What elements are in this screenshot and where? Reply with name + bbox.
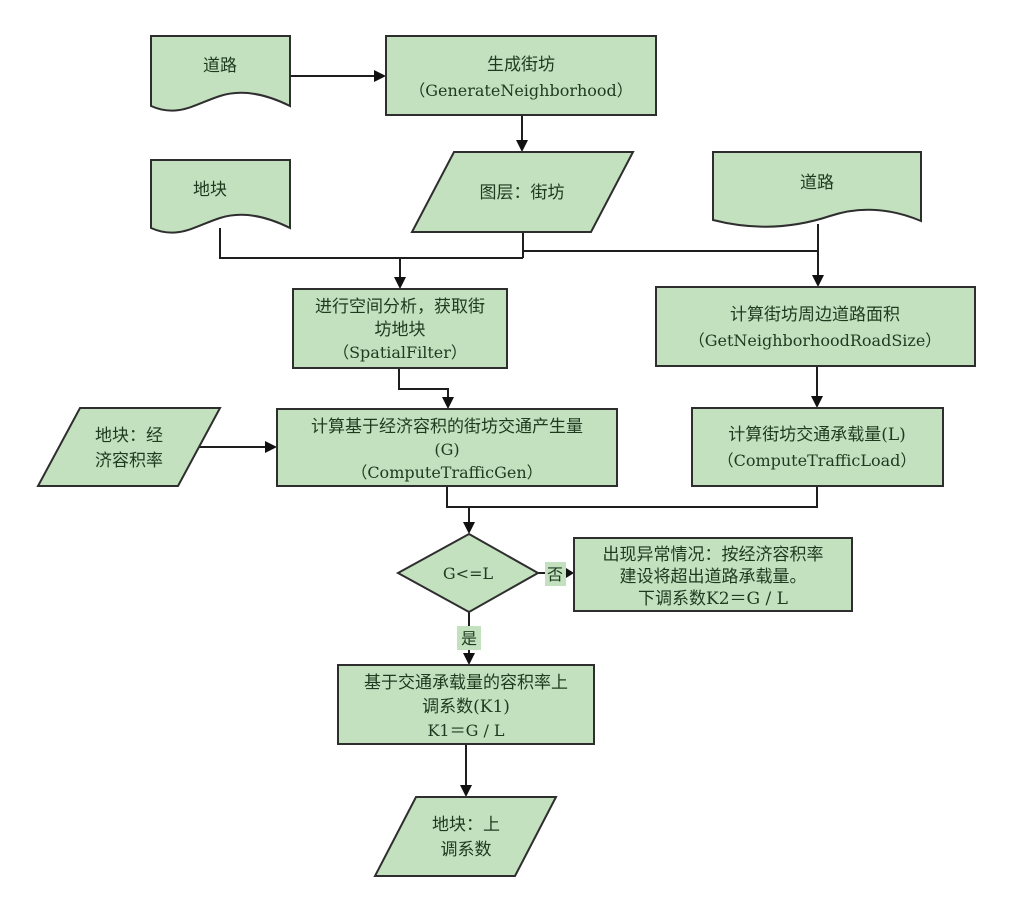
arrowhead-icon	[265, 441, 277, 453]
edge-label-no: 否	[545, 562, 566, 586]
node-parcel-far: 地块：经 济容积率	[36, 407, 222, 487]
node-label-line-3: 下调系数K2＝G / L	[638, 589, 788, 609]
node-layer-neighborhood: 图层：街坊	[410, 151, 635, 233]
node-parcel-input: 地块	[150, 159, 291, 234]
process-box	[276, 408, 618, 487]
node-label-line-1: 进行空间分析，获取街	[315, 297, 485, 317]
arrowhead-icon	[460, 785, 472, 797]
node-traffic-gen: 计算基于经济容积的街坊交通产生量 (G) （ComputeTrafficGen）	[276, 408, 618, 487]
data-parallelogram	[410, 151, 635, 233]
node-label-line-1: 出现异常情况：按经济容积率	[603, 545, 824, 565]
node-label-line-2: （GetNeighborhoodRoadSize）	[689, 331, 942, 350]
node-spatial-filter: 进行空间分析，获取街 坊地块 （SpatialFilter）	[292, 288, 508, 369]
node-road-input-right: 道路	[712, 151, 922, 228]
document-shape	[150, 159, 291, 234]
process-box	[573, 537, 853, 612]
edge-load-to-join	[469, 486, 818, 508]
arrowhead-icon	[811, 396, 823, 408]
connectors	[198, 70, 824, 797]
process-box	[292, 288, 508, 369]
data-parallelogram	[373, 796, 558, 877]
edge-spatial-to-gen	[398, 368, 449, 399]
node-label: 图层：街坊	[480, 183, 565, 203]
process-box	[655, 286, 976, 367]
node-label-line-1: 计算街坊周边道路面积	[730, 305, 900, 325]
node-label-line-1: 基于交通承载量的容积率上	[364, 673, 568, 693]
edge-label-yes: 是	[457, 626, 481, 650]
edge-label-text: 是	[461, 629, 477, 648]
node-label-line-2: （GenerateNeighborhood）	[409, 81, 633, 100]
node-road-input-top: 道路	[150, 35, 291, 112]
node-road-area: 计算街坊周边道路面积 （GetNeighborhoodRoadSize）	[655, 286, 976, 367]
node-label-line-2: (G)	[434, 440, 459, 459]
label-background	[545, 562, 566, 586]
node-label-line-1: 计算街坊交通承载量(L)	[728, 425, 906, 445]
node-label-line-2: （ComputeTrafficLoad）	[718, 451, 917, 470]
process-box	[691, 407, 944, 487]
edge-label-text: 否	[547, 565, 563, 584]
arrowhead-icon	[442, 397, 454, 409]
arrowhead-icon	[394, 277, 406, 289]
arrowhead-icon	[463, 522, 475, 534]
node-label-line-3: （SpatialFilter）	[333, 343, 467, 362]
node-label-line-3: （ComputeTrafficGen）	[351, 463, 542, 482]
node-label-line-1: 地块：上	[432, 815, 500, 835]
node-label-line-2: 济容积率	[95, 451, 163, 471]
node-label: 地块	[193, 180, 227, 200]
node-generate-neighborhood: 生成街坊 （GenerateNeighborhood）	[385, 35, 657, 116]
edge-gen-down	[446, 486, 469, 508]
arrowhead-icon	[566, 568, 574, 578]
node-exception: 出现异常情况：按经济容积率 建设将超出道路承载量。 下调系数K2＝G / L	[573, 537, 853, 612]
node-parcel-up: 地块：上 调系数	[373, 796, 558, 877]
node-label-line-2: 建设将超出道路承载量。	[620, 567, 807, 587]
node-label: 道路	[203, 56, 237, 76]
document-shape	[712, 151, 922, 228]
edge-parcel-to-join	[219, 228, 523, 259]
node-label: 道路	[800, 173, 834, 193]
decision-diamond	[395, 532, 541, 614]
node-label-line-2: 坊地块	[375, 320, 426, 340]
node-label-line-1: 地块：经	[95, 426, 163, 446]
arrowhead-icon	[516, 140, 528, 152]
node-label-line-3: K1＝G / L	[427, 721, 504, 740]
document-shape	[150, 35, 291, 112]
label-background	[457, 626, 481, 650]
process-box	[337, 664, 595, 745]
node-label: G<=L	[443, 564, 494, 583]
node-label-line-1: 生成街坊	[487, 55, 555, 75]
node-label-line-2: 调系数(K1)	[422, 697, 510, 717]
node-label-line-1: 计算基于经济容积的街坊交通产生量	[311, 417, 583, 437]
node-traffic-load: 计算街坊交通承载量(L) （ComputeTrafficLoad）	[691, 407, 944, 487]
node-decision: G<=L	[395, 532, 541, 614]
data-parallelogram	[36, 407, 222, 487]
arrowhead-icon	[374, 70, 386, 82]
process-box	[385, 35, 657, 116]
node-k1: 基于交通承载量的容积率上 调系数(K1) K1＝G / L	[337, 664, 595, 745]
arrowhead-icon	[463, 653, 475, 665]
node-label-line-2: 调系数	[441, 840, 492, 860]
arrowhead-icon	[812, 275, 824, 287]
